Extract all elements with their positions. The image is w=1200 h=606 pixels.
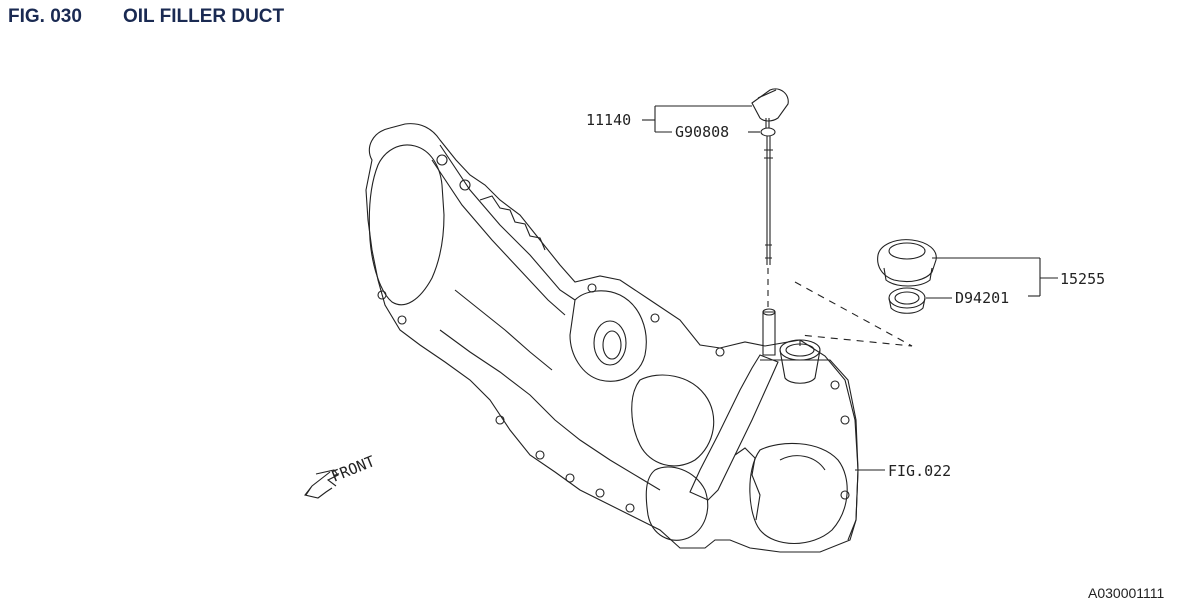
callout-d94201: D94201 xyxy=(955,289,1009,307)
figure-number: FIG. 030 xyxy=(8,6,82,27)
callout-15255: 15255 xyxy=(1060,270,1105,288)
front-label: FRONT xyxy=(329,452,378,486)
callout-11140: 11140 xyxy=(586,111,631,129)
transmission-case-drawing xyxy=(365,123,859,553)
callout-leaders xyxy=(642,105,1058,471)
oil-level-gauge-drawing xyxy=(689,88,789,501)
callout-fig022: FIG.022 xyxy=(888,462,951,480)
front-direction-arrow xyxy=(304,469,339,499)
oil-filler-cap-drawing xyxy=(779,239,937,384)
callout-g90808: G90808 xyxy=(675,123,729,141)
figure-title: OIL FILLER DUCT xyxy=(123,6,285,27)
drawing-code: A030001111 xyxy=(1088,585,1165,601)
